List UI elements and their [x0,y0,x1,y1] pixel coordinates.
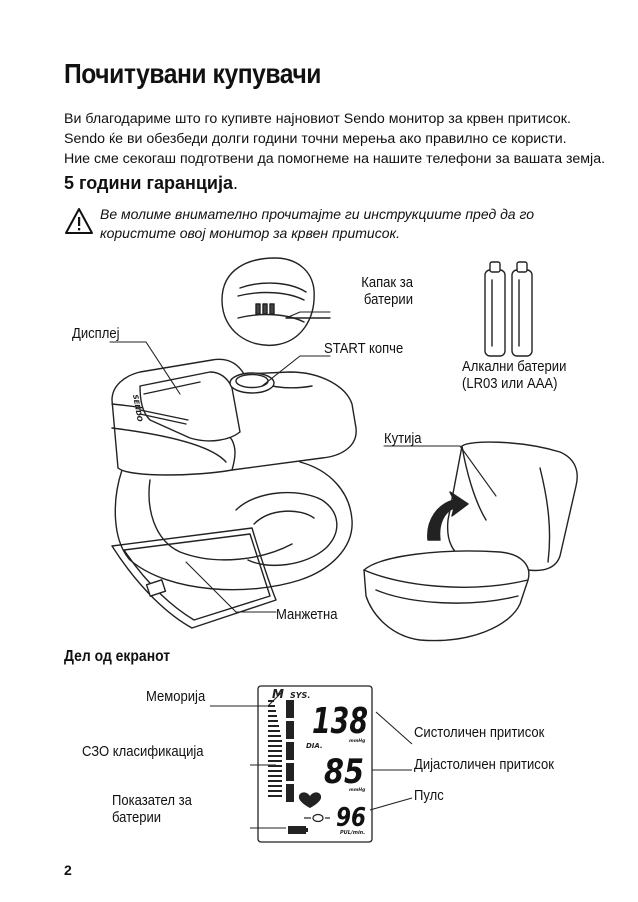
battery-cover-label-line2: батерии [363,292,413,308]
warranty-dot: . [233,173,239,193]
who-classification-bars [268,700,282,797]
warranty-text: 5 години гаранција [64,173,233,193]
display-label: Дисплеј [72,326,120,342]
who-classification-blocks [286,700,294,802]
battery-indicator-label: Показател за батерии [112,793,192,827]
cuff-label: Манжетна [276,607,338,623]
intro-line: Ви благодариме што го купивте најновиот … [64,111,571,127]
screen-section-heading: Дел од екранот [64,648,171,665]
batteries-label-line1: Алкални батерии [462,359,567,375]
case-label: Кутија [384,431,422,447]
warning-triangle-icon [65,208,93,234]
intro-line: Sendo ќе ви обезбеди долги години точни … [64,131,567,147]
warning-line: користите овој монитор за крвен притисок… [100,225,400,241]
battery-icon [288,826,308,834]
batteries-label: Алкални батерии (LR03 или AAA) [462,359,566,393]
batteries-label-line2: (LR03 или AAA) [462,376,558,392]
monitor-unit-drawing [111,358,357,476]
diastolic-label: Дијастоличен притисок [414,757,554,773]
classification-label: СЗО класификација [82,744,204,760]
screen-leader-lines [210,691,413,829]
systolic-label: Систоличен притисок [414,725,545,741]
diastolic-value: 85 [324,752,364,792]
heart-icon [298,792,322,808]
pulse-label: Пулс [414,788,444,804]
warning-text: Ве молиме внимателно прочитајте ги инстр… [100,205,534,243]
cuff-icon [304,813,330,823]
pulse-unit: PUL/min. [340,830,365,836]
intro-paragraph: Ви благодариме што го купивте најновиот … [64,109,624,169]
battery-cover-zoom [221,257,331,347]
battery-cover-label: Капак за батерии [350,275,413,309]
intro-line: Ние сме секогаш подготвени да помогнеме … [64,151,606,167]
pulse-value: 96 [336,803,366,833]
page-title: Почитувани купувачи [64,58,322,89]
memory-icon: M [272,687,284,701]
systolic-value: 138 [312,701,368,742]
dia-label: DIA. [306,742,323,750]
page-number: 2 [64,862,72,878]
memory-label: Меморија [146,689,206,705]
diastolic-unit: mmHg [349,787,366,793]
start-button-label: START копче [324,341,404,357]
sys-label: SYS. [290,691,310,700]
systolic-unit: mmHg [349,738,366,744]
cuff-drawing [111,461,353,629]
warning-line: Ве молиме внимателно прочитајте ги инстр… [100,206,535,222]
warranty-heading: 5 години гаранција. [64,173,238,194]
battery-indicator-label-line1: Показател за [112,793,192,809]
battery-indicator-label-line2: батерии [112,810,162,826]
leader-lines [109,311,497,613]
battery-cover-label-line1: Капак за [361,275,413,291]
batteries-drawing [484,261,533,357]
